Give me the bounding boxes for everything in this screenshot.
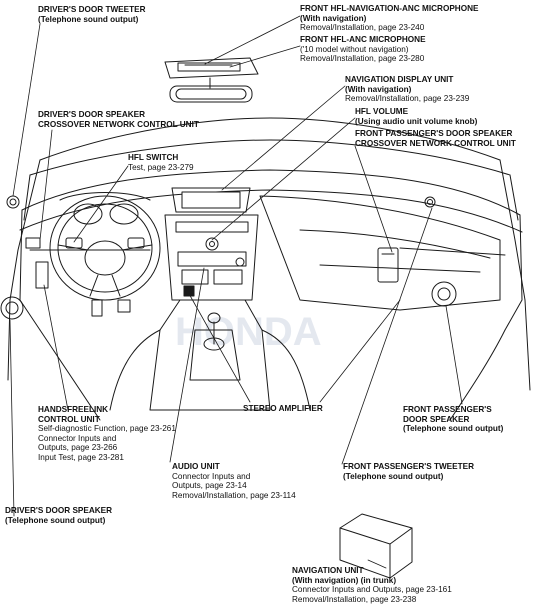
callout-note: Removal/Installation, page 23-280 (300, 54, 425, 64)
callout-line: Outputs, page 23-266 (38, 443, 118, 453)
watermark-text: HONDA (175, 310, 322, 354)
center-console (109, 299, 311, 411)
callout-line: Removal/Installation, page 23-238 (292, 594, 417, 604)
navigation-unit-box (339, 513, 413, 579)
callout-audio-unit: AUDIO UNIT Connector Inputs and Outputs,… (172, 462, 296, 500)
callout-title: DRIVER'S DOOR SPEAKER (5, 506, 113, 515)
callout-title: HFL VOLUME (355, 107, 409, 116)
callout-title: HANDSFREELINK (38, 405, 109, 414)
callout-subtitle: (Telephone sound output) (5, 515, 106, 525)
callout-line: Self-diagnostic Function, page 23-261 (38, 424, 176, 434)
overhead-microphone-console (164, 57, 259, 79)
callout-title: DRIVER'S DOOR TWEETER (38, 5, 146, 14)
callout-navigation-unit: NAVIGATION UNIT (With navigation) (in tr… (292, 566, 452, 604)
callout-title: FRONT PASSENGER'S TWEETER (343, 462, 474, 471)
callout-title: DRIVER'S DOOR SPEAKER (38, 110, 146, 119)
callout-subtitle: (With navigation) (345, 84, 412, 94)
callout-note: Removal/Installation, page 23-240 (300, 23, 425, 33)
callout-subtitle: ('10 model without navigation) (300, 44, 409, 54)
callout-driver-door-speaker: DRIVER'S DOOR SPEAKER (Telephone sound o… (5, 506, 112, 525)
steering-wheel (49, 195, 161, 301)
callout-title-line2: CROSSOVER NETWORK CONTROL UNIT (38, 119, 199, 129)
callout-handsfreelink-control-unit: HANDSFREELINK CONTROL UNIT Self-diagnost… (38, 405, 176, 463)
callout-subtitle: (Telephone sound output) (38, 14, 139, 24)
callout-subtitle: (With navigation) (in trunk) (292, 575, 397, 585)
callout-hfl-switch: HFL SWITCH Test, page 23-279 (128, 153, 194, 172)
callout-title: NAVIGATION UNIT (292, 566, 364, 575)
callout-title-line2: CROSSOVER NETWORK CONTROL UNIT (355, 138, 516, 148)
callout-hfl-volume: HFL VOLUME (Using audio unit volume knob… (355, 107, 477, 126)
callout-front-hfl-navigation-microphone: FRONT HFL-NAVIGATION-ANC MICROPHONE (Wit… (300, 4, 478, 33)
floor-and-pedals (39, 299, 506, 421)
passenger-dash (299, 196, 491, 307)
callout-title-line2: CONTROL UNIT (38, 414, 100, 424)
callout-passenger-door-speaker-crossover: FRONT PASSENGER'S DOOR SPEAKER CROSSOVER… (355, 129, 516, 148)
callout-subtitle: (Using audio unit volume knob) (355, 116, 478, 126)
callout-line: Input Test, page 23-281 (38, 452, 124, 462)
leader-lines (9, 15, 463, 569)
callout-title: AUDIO UNIT (172, 462, 220, 471)
callout-title: NAVIGATION DISPLAY UNIT (345, 75, 454, 84)
callout-stereo-amplifier: STEREO AMPLIFIER (243, 404, 323, 414)
callout-title: FRONT PASSENGER'S DOOR SPEAKER (355, 129, 513, 138)
callout-line: Connector Inputs and (38, 433, 117, 443)
callout-line: Removal/Installation, page 23-114 (172, 490, 296, 500)
instrument-cluster (59, 192, 151, 225)
callout-subtitle: (Telephone sound output) (403, 424, 504, 434)
callout-title: FRONT HFL-NAVIGATION-ANC MICROPHONE (300, 4, 479, 13)
callout-title-line2: DOOR SPEAKER (403, 414, 470, 424)
rear-view-mirror (169, 77, 253, 103)
callout-subtitle: (With navigation) (300, 13, 367, 23)
callout-note: Removal/Installation, page 23-239 (345, 94, 470, 104)
callout-line: Connector Inputs and (172, 471, 251, 481)
callout-line: Outputs, page 23-14 (172, 481, 247, 491)
callout-driver-tweeter: DRIVER'S DOOR TWEETER (Telephone sound o… (38, 5, 145, 24)
callout-front-hfl-anc-microphone: FRONT HFL-ANC MICROPHONE ('10 model with… (300, 35, 426, 64)
callout-title: FRONT PASSENGER'S (403, 405, 492, 414)
windshield-frame (7, 117, 531, 391)
callout-title: FRONT HFL-ANC MICROPHONE (300, 35, 426, 44)
callout-title: STEREO AMPLIFIER (243, 404, 323, 413)
callout-subtitle: (Telephone sound output) (343, 471, 444, 481)
callout-line: Connector Inputs and Outputs, page 23-16… (292, 585, 452, 595)
callout-navigation-display-unit: NAVIGATION DISPLAY UNIT (With navigation… (345, 75, 469, 104)
callout-driver-door-speaker-crossover: DRIVER'S DOOR SPEAKER CROSSOVER NETWORK … (38, 110, 199, 129)
center-stack (164, 187, 259, 301)
callout-front-passenger-door-speaker: FRONT PASSENGER'S DOOR SPEAKER (Telephon… (403, 405, 503, 434)
callout-note: Test, page 23-279 (128, 162, 194, 172)
callout-title: HFL SWITCH (128, 153, 179, 162)
callout-front-passenger-tweeter: FRONT PASSENGER'S TWEETER (Telephone sou… (343, 462, 474, 481)
